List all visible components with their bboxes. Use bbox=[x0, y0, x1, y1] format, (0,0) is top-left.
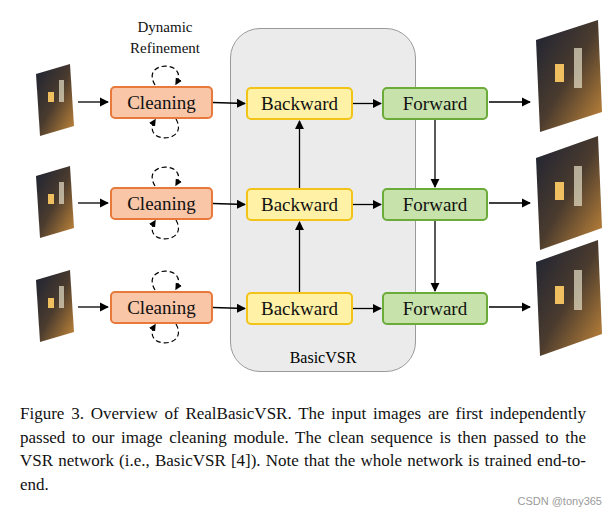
node-text: Backward bbox=[261, 93, 338, 115]
window-light bbox=[555, 182, 564, 200]
output-arrow bbox=[489, 306, 530, 307]
output-arrow bbox=[489, 101, 530, 102]
input-frame bbox=[36, 166, 74, 238]
output-frame bbox=[536, 136, 602, 250]
flow-arrow bbox=[434, 120, 435, 187]
refinement-loop bbox=[152, 167, 178, 186]
cleaning-box: Cleaning bbox=[110, 86, 213, 119]
refinement-loop bbox=[152, 324, 178, 343]
input-arrow bbox=[78, 202, 108, 203]
node-text: Forward bbox=[403, 93, 467, 115]
cleaning-box: Cleaning bbox=[110, 291, 213, 324]
node-text: Cleaning bbox=[127, 193, 196, 215]
cleaning-box: Cleaning bbox=[110, 187, 213, 220]
window-light bbox=[574, 166, 582, 206]
flow-arrow bbox=[213, 308, 245, 309]
flow-arrow bbox=[434, 221, 435, 291]
output-arrow bbox=[489, 202, 530, 203]
backward-box: Backward bbox=[246, 188, 353, 221]
forward-box: Forward bbox=[382, 188, 488, 221]
window-light bbox=[555, 286, 564, 304]
refinement-loop bbox=[152, 66, 178, 85]
window-light bbox=[59, 286, 64, 308]
input-frame bbox=[36, 64, 74, 136]
input-frame bbox=[36, 270, 74, 342]
flow-arrow bbox=[213, 103, 245, 104]
flow-arrow bbox=[353, 308, 381, 309]
flow-arrow bbox=[353, 204, 381, 205]
backward-box: Backward bbox=[246, 87, 353, 120]
figure-caption: Figure 3. Overview of RealBasicVSR. The … bbox=[20, 402, 586, 496]
window-light bbox=[59, 80, 64, 102]
flow-arrow bbox=[299, 121, 300, 188]
refinement-loop bbox=[152, 271, 178, 290]
window-light bbox=[555, 64, 564, 82]
node-text: Cleaning bbox=[127, 297, 196, 319]
flow-arrow bbox=[299, 222, 300, 292]
flow-arrow bbox=[353, 103, 381, 104]
window-light bbox=[48, 92, 54, 102]
window-light bbox=[59, 182, 64, 204]
window-light bbox=[48, 298, 54, 308]
input-frame bbox=[36, 270, 74, 342]
input-frame bbox=[36, 64, 74, 136]
forward-box: Forward bbox=[382, 87, 488, 120]
input-arrow bbox=[78, 101, 108, 102]
node-text: Forward bbox=[403, 194, 467, 216]
refinement-loop bbox=[152, 220, 178, 239]
input-arrow bbox=[78, 306, 108, 307]
output-frame bbox=[536, 20, 602, 132]
output-frame bbox=[536, 240, 602, 356]
backward-box: Backward bbox=[246, 292, 353, 325]
flow-arrow bbox=[213, 204, 245, 205]
annotation-label: Dynamic Refinement bbox=[115, 17, 215, 59]
basicvsr-band: BasicVSRBackwardForwardBackwardForwardBa… bbox=[230, 28, 416, 372]
node-text: Forward bbox=[403, 298, 467, 320]
node-text: Cleaning bbox=[127, 92, 196, 114]
output-frame bbox=[536, 240, 602, 356]
window-light bbox=[574, 48, 582, 88]
node-text: Backward bbox=[261, 298, 338, 320]
watermark: CSDN @tony365 bbox=[470, 494, 602, 508]
output-frame bbox=[536, 136, 602, 250]
input-frame bbox=[36, 166, 74, 238]
refinement-loop bbox=[152, 119, 178, 138]
forward-box: Forward bbox=[382, 292, 488, 325]
window-light bbox=[48, 194, 54, 204]
window-light bbox=[574, 270, 582, 310]
node-text: BasicVSR bbox=[290, 349, 357, 367]
node-text: Backward bbox=[261, 194, 338, 216]
output-frame bbox=[536, 20, 602, 132]
